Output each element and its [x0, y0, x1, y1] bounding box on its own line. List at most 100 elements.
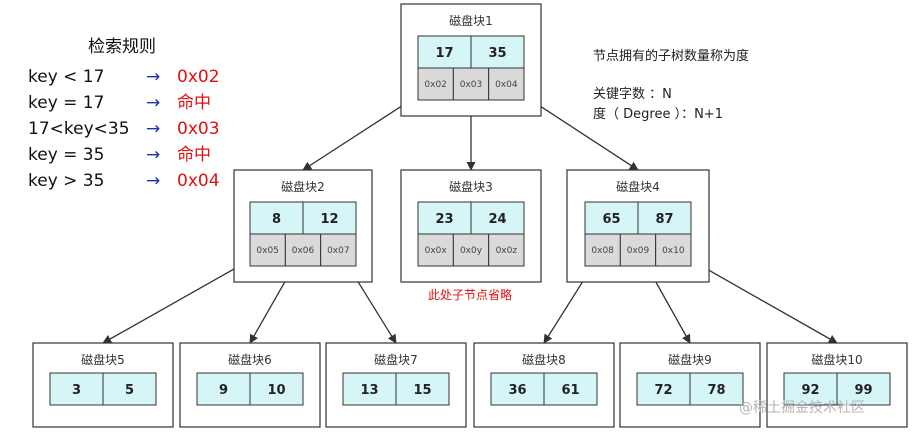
pointer-address: 0x0z [496, 246, 518, 256]
pointer-cell [417, 67, 454, 101]
rule-row: key < 17 → 0x02 [28, 67, 220, 87]
key-value: 99 [854, 383, 872, 398]
note-key-count: 关键字数 ：N [593, 87, 672, 102]
key-cell [783, 372, 838, 406]
rule-arrow-icon: → [146, 119, 160, 139]
rule-arrow-icon: → [146, 93, 160, 113]
key-value: 3 [72, 383, 81, 398]
pointer-cell [619, 233, 657, 267]
disk-block-title: 磁盘块6 [228, 352, 272, 367]
pointer-cell [452, 67, 490, 101]
key-value: 17 [435, 46, 453, 61]
disk-block-node: 磁盘块4 65 87 0x08 0x09 0x10 [566, 169, 710, 283]
pointer-address: 0x06 [292, 246, 315, 256]
pointer-cell [584, 233, 621, 267]
key-cell [102, 372, 157, 406]
pointer-cell [417, 233, 454, 267]
key-cell [637, 201, 692, 235]
disk-block-node: 磁盘块2 8 12 0x05 0x06 0x07 [233, 169, 373, 283]
note-degree-formula: 度（ Degree ）：N+1 [593, 106, 723, 122]
disk-block-title: 磁盘块4 [616, 179, 660, 194]
disk-block-title: 磁盘块8 [522, 352, 566, 367]
pointer-cell [488, 233, 525, 267]
key-value: 36 [508, 383, 526, 398]
pointer-cell [488, 67, 525, 101]
key-value: 8 [272, 212, 281, 227]
note-degree-definition: 节点拥有的子树数量称为度 [593, 48, 749, 64]
pointer-address: 0x10 [662, 246, 685, 256]
key-value: 72 [654, 383, 672, 398]
disk-block-node: 磁盘块8 36 61 [473, 342, 615, 428]
pointer-cell [320, 233, 357, 267]
key-value: 5 [125, 383, 134, 398]
disk-block-title: 磁盘块7 [374, 352, 418, 367]
disk-block-title: 磁盘块10 [811, 352, 862, 367]
key-value: 65 [602, 212, 620, 227]
key-value: 12 [320, 212, 338, 227]
disk-block-node: 磁盘块6 9 10 [179, 342, 321, 428]
rule-result: 命中 [177, 145, 211, 165]
key-value: 15 [413, 383, 431, 398]
rule-condition: key = 17 [28, 93, 104, 113]
disk-block-title: 磁盘块2 [281, 179, 325, 194]
key-value: 13 [360, 383, 378, 398]
pointer-address: 0x09 [627, 246, 650, 256]
key-cell [470, 201, 525, 235]
pointer-address: 0x0x [425, 246, 448, 256]
key-value: 10 [267, 383, 285, 398]
pointer-address: 0x08 [591, 246, 614, 256]
rule-condition: 17<key<35 [28, 119, 130, 139]
key-cell [249, 201, 304, 235]
retrieval-rules: 检索规则 key < 17 → 0x02 key = 17 → 命中 17<ke… [28, 37, 220, 191]
key-value: 24 [488, 212, 506, 227]
key-cell [342, 372, 397, 406]
key-value: 92 [801, 383, 819, 398]
rule-row: key = 35 → 命中 [28, 145, 211, 165]
key-value: 35 [488, 46, 506, 61]
key-cell [836, 372, 891, 406]
key-value: 87 [655, 212, 673, 227]
rule-result: 0x02 [177, 67, 220, 87]
rule-row: 17<key<35 → 0x03 [28, 119, 220, 139]
pointer-cell [655, 233, 692, 267]
disk-block-title: 磁盘块3 [449, 179, 493, 194]
key-cell [636, 372, 691, 406]
rule-result: 0x03 [177, 119, 220, 139]
disk-block-title: 磁盘块1 [449, 13, 493, 28]
pointer-address: 0x02 [424, 80, 447, 90]
rule-condition: key > 35 [28, 171, 104, 191]
key-cell [689, 372, 744, 406]
disk-block-node: 磁盘块10 92 99 [766, 342, 908, 428]
pointer-address: 0x0y [460, 246, 483, 256]
key-cell [49, 372, 104, 406]
pointer-cell [284, 233, 322, 267]
rule-result: 命中 [177, 93, 211, 113]
key-cell [302, 201, 357, 235]
degree-notes: 节点拥有的子树数量称为度 关键字数 ：N 度（ Degree ）：N+1 [593, 48, 749, 122]
pointer-address: 0x05 [256, 246, 279, 256]
pointer-cell [249, 233, 286, 267]
key-cell [249, 372, 304, 406]
disk-block-node: 磁盘块7 13 15 [325, 342, 467, 428]
rule-arrow-icon: → [146, 171, 160, 191]
rules-title: 检索规则 [88, 37, 156, 57]
key-value: 9 [219, 383, 228, 398]
rule-condition: key = 35 [28, 145, 104, 165]
disk-block-node: 磁盘块1 17 35 0x02 0x03 0x04 [400, 3, 542, 117]
rule-row: key > 35 → 0x04 [28, 171, 220, 191]
pointer-address: 0x03 [460, 80, 483, 90]
key-value: 61 [561, 383, 579, 398]
disk-block-title: 磁盘块9 [668, 352, 712, 367]
rule-arrow-icon: → [146, 67, 160, 87]
rule-row: key = 17 → 命中 [28, 93, 211, 113]
key-cell [543, 372, 598, 406]
pointer-address: 0x04 [495, 80, 518, 90]
pointer-address: 0x07 [327, 246, 350, 256]
pointer-cell [452, 233, 490, 267]
watermark: @稀土掘金技术社区 [739, 400, 865, 416]
